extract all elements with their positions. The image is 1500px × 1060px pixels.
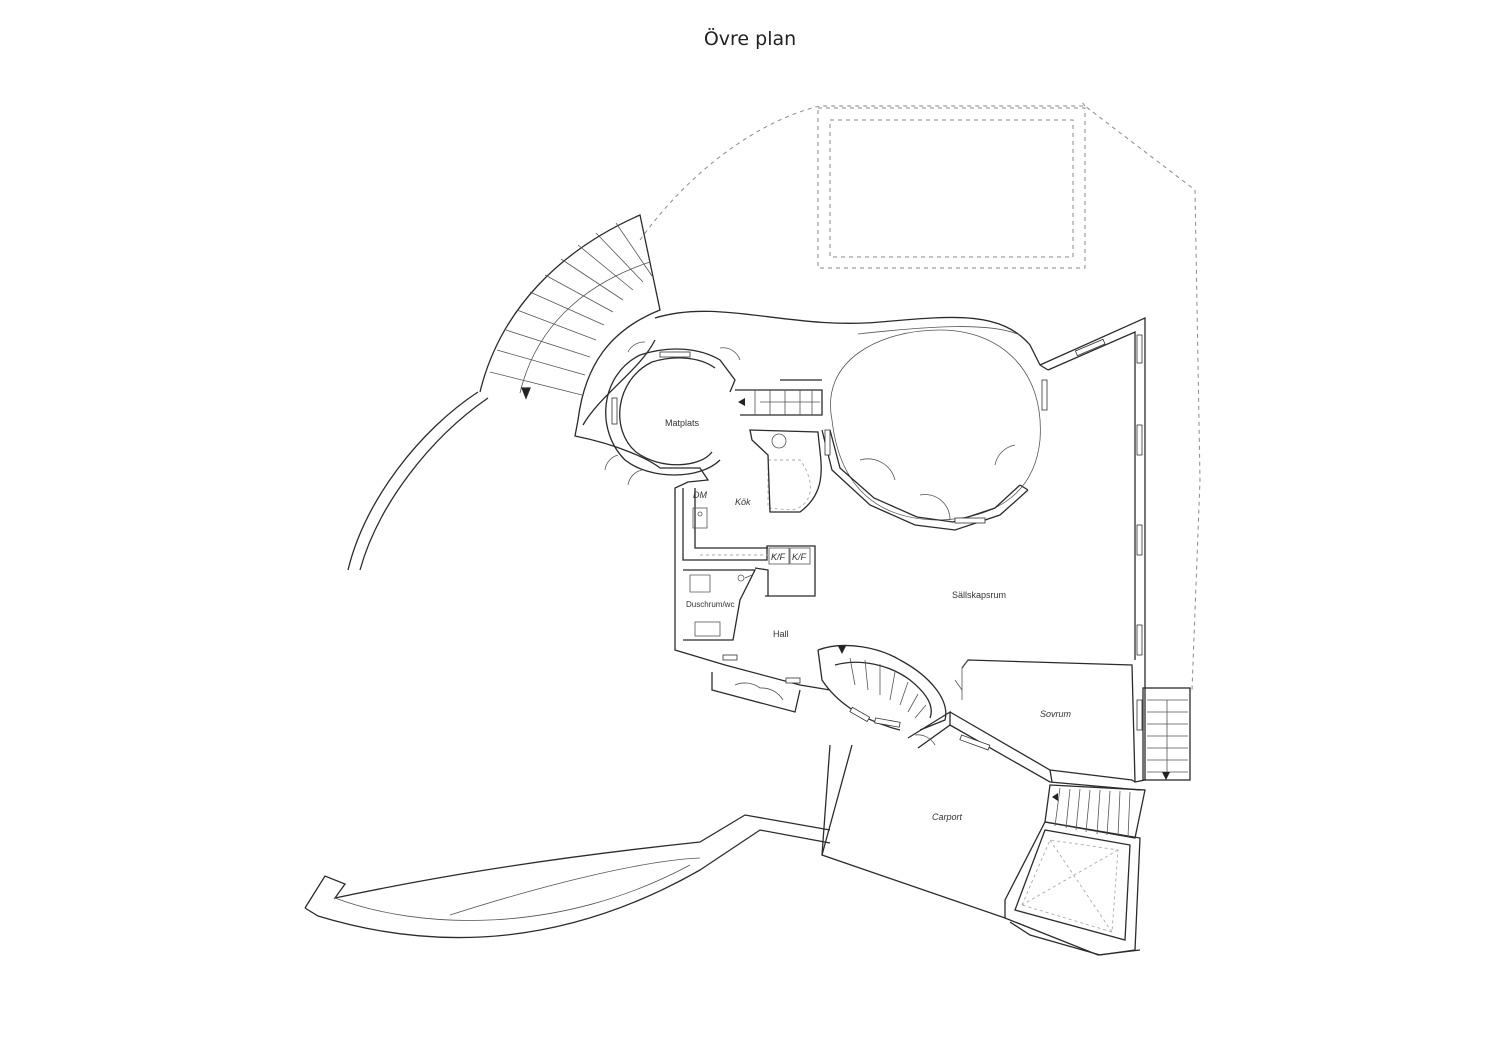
label-sovrum: Sovrum bbox=[1040, 709, 1072, 719]
living-rotunda bbox=[821, 329, 1048, 531]
retaining-wall bbox=[304, 814, 831, 939]
label-kok: Kök bbox=[735, 497, 751, 507]
east-windows bbox=[849, 334, 1143, 751]
plan-title: Övre plan bbox=[703, 28, 797, 50]
east-exterior-stair bbox=[1142, 687, 1191, 781]
partitions bbox=[914, 659, 969, 746]
central-spiral-stair bbox=[817, 644, 963, 731]
label-carport: Carport bbox=[932, 812, 963, 822]
kitchen-counter bbox=[682, 488, 816, 597]
carport-stair bbox=[1044, 784, 1146, 839]
kitchen-island bbox=[749, 429, 822, 513]
terrace-edge bbox=[654, 310, 1041, 366]
entrance bbox=[711, 654, 801, 713]
label-hall: Hall bbox=[773, 629, 789, 639]
garden-path-curve bbox=[347, 391, 489, 571]
interior-stair bbox=[735, 379, 823, 416]
label-kf-2: K/F bbox=[792, 552, 807, 562]
label-sallskapsrum: Sällskapsrum bbox=[952, 590, 1006, 600]
bathroom bbox=[683, 567, 769, 641]
room-labels: Matplats Kök DM K/F K/F Duschrum/wc Hall… bbox=[665, 418, 1072, 822]
building-walls bbox=[574, 316, 1146, 956]
label-duschrum: Duschrum/wc bbox=[686, 600, 734, 609]
outer-stair-left bbox=[479, 214, 661, 421]
label-matplats: Matplats bbox=[665, 418, 700, 428]
pool bbox=[817, 107, 1086, 269]
label-dm: DM bbox=[693, 490, 707, 500]
label-kf-1: K/F bbox=[771, 552, 786, 562]
terrace-inner-edge bbox=[857, 326, 1021, 336]
dining-rotunda bbox=[604, 341, 741, 486]
site-boundary bbox=[639, 101, 1201, 691]
